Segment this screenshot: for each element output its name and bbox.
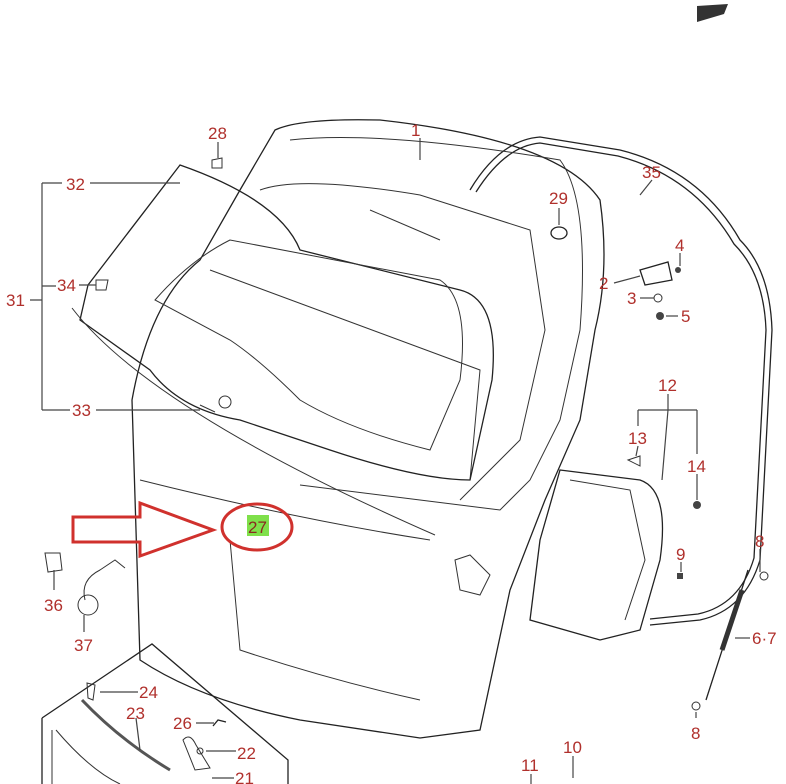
label-part-14[interactable]: 14: [687, 457, 706, 476]
label-part-6-7[interactable]: 6·7: [752, 629, 777, 648]
side-trim-part-12: [529, 469, 664, 641]
label-part-33[interactable]: 33: [72, 401, 91, 420]
label-part-2[interactable]: 2: [599, 274, 608, 293]
callout-circle: [220, 502, 294, 552]
label-part-9[interactable]: 9: [676, 545, 685, 564]
label-part-23[interactable]: 23: [126, 704, 145, 723]
label-part-32[interactable]: 32: [66, 175, 85, 194]
label-part-37[interactable]: 37: [74, 636, 93, 655]
label-part-34[interactable]: 34: [57, 276, 76, 295]
label-part-8-upper[interactable]: 8: [755, 532, 764, 551]
label-part-1[interactable]: 1: [411, 121, 420, 140]
callout-arrow: [71, 500, 218, 559]
label-part-29[interactable]: 29: [549, 189, 568, 208]
label-part-5[interactable]: 5: [681, 307, 690, 326]
label-part-31[interactable]: 31: [6, 291, 25, 310]
leader-lines: [30, 138, 761, 784]
label-part-21[interactable]: 21: [235, 769, 254, 784]
label-part-26[interactable]: 26: [173, 714, 192, 733]
label-part-27[interactable]: 27: [248, 518, 267, 537]
label-part-22[interactable]: 22: [237, 744, 256, 763]
trim-panel-part-31: [71, 164, 494, 536]
label-part-36[interactable]: 36: [44, 596, 63, 615]
weatherstrip-part-35: [469, 136, 773, 626]
logo-fragment: [697, 4, 728, 22]
part-labels: 1 28 32 31 34 33 35 29 4 2 3 5 12 13 14 …: [6, 121, 777, 784]
label-part-28[interactable]: 28: [208, 124, 227, 143]
label-part-3[interactable]: 3: [627, 289, 636, 308]
label-part-35[interactable]: 35: [642, 163, 661, 182]
small-parts: [44, 157, 769, 711]
label-part-8-lower[interactable]: 8: [691, 724, 700, 743]
label-part-11[interactable]: 11: [521, 756, 539, 775]
highlight-27: [247, 515, 269, 536]
tailgate-part-1: [131, 119, 605, 739]
label-part-10[interactable]: 10: [563, 738, 582, 757]
garnish-inset: [41, 643, 289, 784]
label-part-4[interactable]: 4: [675, 236, 684, 255]
label-part-24[interactable]: 24: [139, 683, 158, 702]
label-part-12[interactable]: 12: [658, 376, 677, 395]
label-part-13[interactable]: 13: [628, 429, 647, 448]
